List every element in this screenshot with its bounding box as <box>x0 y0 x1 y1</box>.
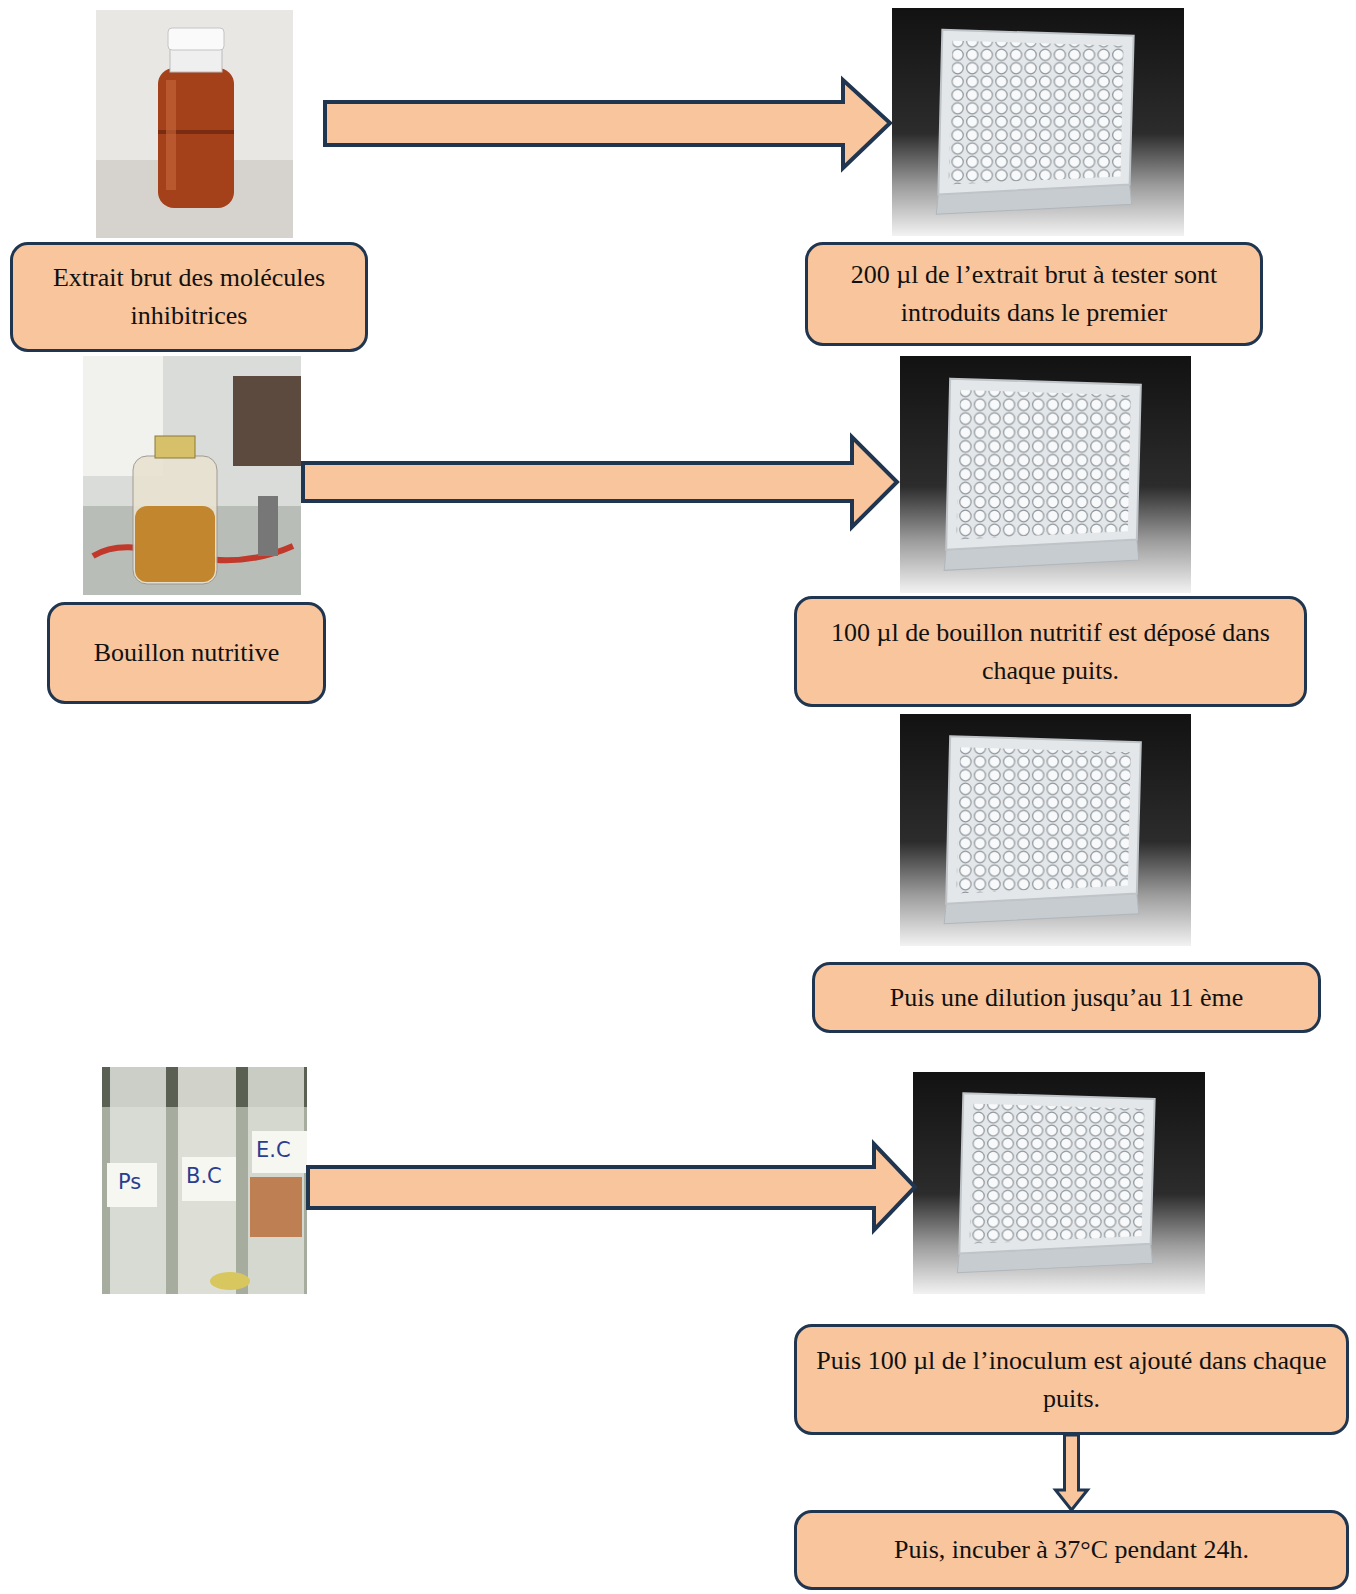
box-text: 200 µl de l’extrait brut à tester sont i… <box>822 256 1246 331</box>
microplate <box>892 8 1184 236</box>
tube-label: Ps <box>118 1170 141 1194</box>
tube-label: E.C <box>256 1138 291 1162</box>
bottle-photo <box>96 10 293 238</box>
process-box: Puis une dilution jusqu’au 11 ème <box>812 962 1321 1033</box>
process-box: Extrait brut des molécules inhibitrices <box>10 242 368 352</box>
box-text: Extrait brut des molécules inhibitrices <box>27 259 351 334</box>
process-box: 100 µl de bouillon nutritif est déposé d… <box>794 596 1307 707</box>
box-text: Puis 100 µl de l’inoculum est ajouté dan… <box>811 1342 1332 1417</box>
block-arrow-connector <box>1056 1435 1088 1510</box>
microplate <box>913 1072 1205 1294</box>
block-arrow <box>308 1144 915 1230</box>
broth-photo <box>83 356 301 595</box>
box-text: Puis, incuber à 37°C pendant 24h. <box>894 1531 1249 1569</box>
box-text: Bouillon nutritive <box>94 634 280 672</box>
box-text: 100 µl de bouillon nutritif est déposé d… <box>811 614 1290 689</box>
microplate <box>900 714 1191 946</box>
process-box: Puis, incuber à 37°C pendant 24h. <box>794 1510 1349 1590</box>
block-arrow <box>303 437 897 527</box>
tube-label: B.C <box>186 1164 222 1188</box>
block-arrow <box>325 80 890 168</box>
tubes-photo <box>102 1067 307 1294</box>
box-text: Puis une dilution jusqu’au 11 ème <box>890 979 1244 1017</box>
microplate <box>900 356 1191 593</box>
process-box: Puis 100 µl de l’inoculum est ajouté dan… <box>794 1324 1349 1435</box>
process-box: 200 µl de l’extrait brut à tester sont i… <box>805 242 1263 346</box>
process-box: Bouillon nutritive <box>47 602 326 704</box>
